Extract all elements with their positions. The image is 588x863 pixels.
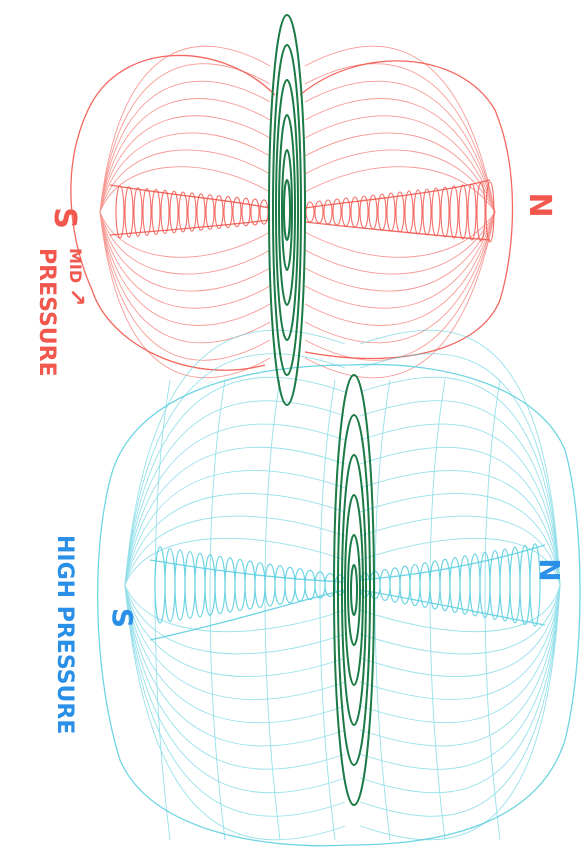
mid-pole-south-label: S: [47, 207, 82, 229]
high-pole-south-label: S: [106, 608, 139, 628]
mid-center-disc: [269, 15, 305, 405]
high-center-disc: [334, 375, 374, 805]
svg-text:MID: MID: [66, 248, 85, 283]
svg-text:N: N: [533, 558, 566, 581]
svg-text:N: N: [522, 192, 557, 217]
svg-text:S: S: [47, 207, 82, 229]
mid-pressure-label: MID ↗: [64, 248, 89, 306]
svg-text:S: S: [106, 608, 139, 628]
mid-arrow-icon: ↗: [64, 288, 89, 306]
high-pole-north-label: N: [533, 558, 566, 581]
high-pressure-label: HIGH PRESSURE: [52, 535, 77, 734]
svg-text:PRESSURE: PRESSURE: [34, 248, 59, 377]
svg-text:HIGH PRESSURE: HIGH PRESSURE: [52, 535, 77, 734]
mid-pole-north-label: N: [522, 192, 557, 217]
mid-pressure-label-2: PRESSURE: [34, 248, 59, 377]
